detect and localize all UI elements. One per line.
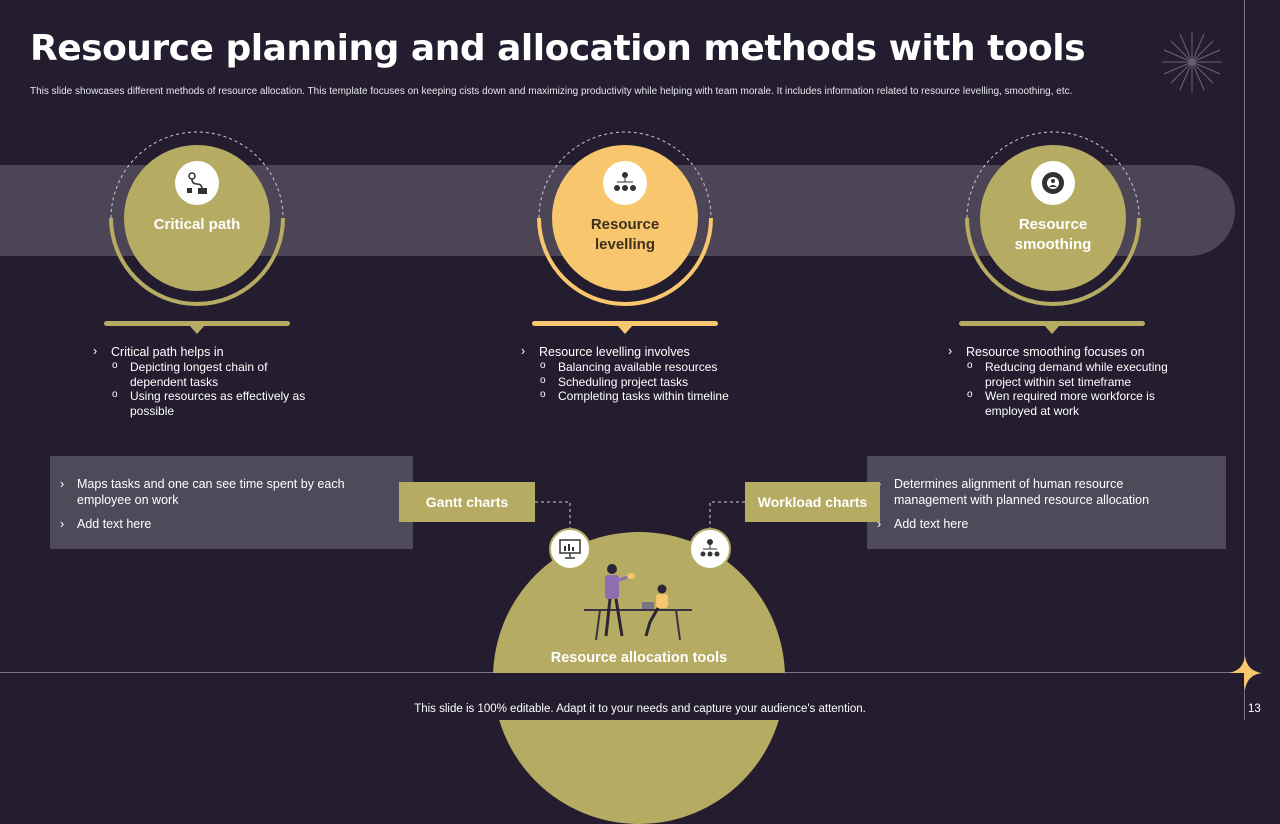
method-intro: Resource levelling involves xyxy=(519,344,749,360)
tool-point: Add text here xyxy=(867,516,1196,532)
method-underline xyxy=(532,321,718,326)
method-details: Resource levelling involves Balancing av… xyxy=(519,344,749,404)
method-label: Resource levelling xyxy=(590,216,660,253)
method-point: Using resources as effectively as possib… xyxy=(91,388,321,418)
workload-description-box: Determines alignment of human resource m… xyxy=(867,456,1226,549)
method-point: Wen required more workforce is employed … xyxy=(946,388,1176,418)
method-details: Critical path helps in Depicting longest… xyxy=(91,344,321,418)
resource-levelling-ring xyxy=(537,131,713,306)
org-chart-icon xyxy=(689,528,731,570)
method-underline xyxy=(104,321,290,326)
method-point: Reducing demand while executing project … xyxy=(946,359,1176,389)
method-details: Resource smoothing focuses on Reducing d… xyxy=(946,344,1176,418)
path-icon xyxy=(175,161,219,205)
workload-charts-tag: Workload charts xyxy=(745,482,880,522)
team-meeting-illustration xyxy=(584,564,692,641)
gantt-charts-tag: Gantt charts xyxy=(399,482,535,522)
pointer-arrow xyxy=(189,325,205,334)
monitor-chart-icon xyxy=(549,528,591,570)
gantt-description-box: Maps tasks and one can see time spent by… xyxy=(50,456,413,549)
method-point: Completing tasks within timeline xyxy=(519,388,749,404)
tool-point: Maps tasks and one can see time spent by… xyxy=(50,476,383,508)
page-number: 13 xyxy=(1248,703,1261,715)
page-subtitle: This slide showcases different methods o… xyxy=(30,86,1073,97)
team-gear-icon xyxy=(1031,161,1075,205)
right-divider xyxy=(1244,0,1245,720)
connector-lines xyxy=(535,501,745,528)
method-label: Critical path xyxy=(153,216,241,233)
method-intro: Critical path helps in xyxy=(91,344,321,360)
method-resource-smoothing: Resource smoothing xyxy=(980,145,1126,291)
method-underline xyxy=(959,321,1145,326)
method-critical-path: Critical path xyxy=(124,145,270,291)
method-point: Balancing available resources xyxy=(519,359,749,375)
critical-path-ring xyxy=(109,131,285,306)
starburst-icon xyxy=(1162,32,1222,92)
method-point: Scheduling project tasks xyxy=(519,374,749,390)
pointer-arrow xyxy=(617,325,633,334)
tool-point: Add text here xyxy=(50,516,383,532)
method-intro: Resource smoothing focuses on xyxy=(946,344,1176,360)
method-point: Depicting longest chain of dependent tas… xyxy=(91,359,321,389)
method-resource-levelling: Resource levelling xyxy=(552,145,698,291)
sparkle-icon xyxy=(1228,656,1262,690)
method-label: Resource smoothing xyxy=(1014,216,1092,253)
pointer-arrow xyxy=(1044,325,1060,334)
footer-note: This slide is 100% editable. Adapt it to… xyxy=(414,703,866,715)
hierarchy-icon xyxy=(603,161,647,205)
tools-label: Resource allocation tools xyxy=(550,650,728,666)
resource-smoothing-ring xyxy=(965,131,1141,306)
page-title: Resource planning and allocation methods… xyxy=(30,28,1086,69)
footer-area xyxy=(0,673,1244,720)
tool-point: Determines alignment of human resource m… xyxy=(867,476,1196,508)
